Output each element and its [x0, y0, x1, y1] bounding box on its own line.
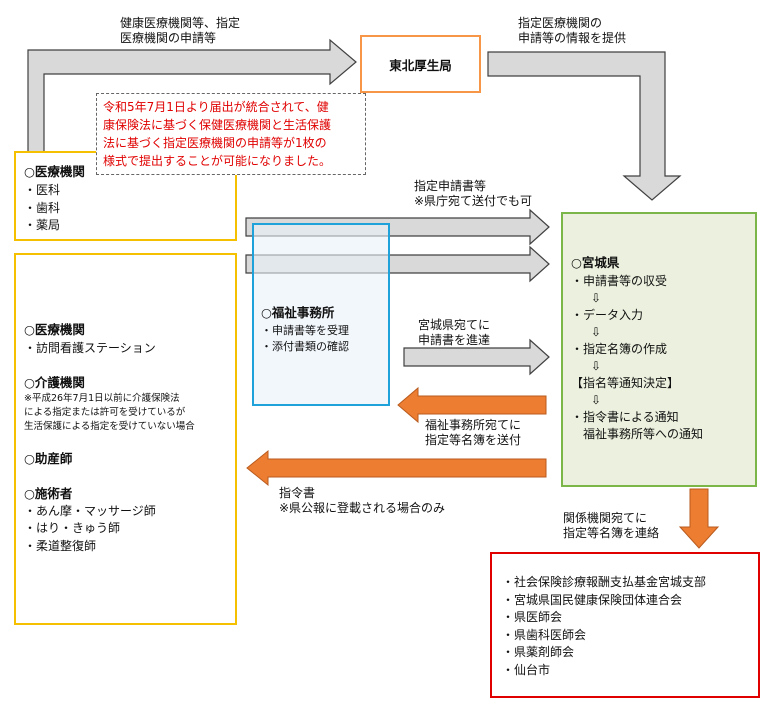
- down-arrow-icon: ⇩: [591, 325, 602, 339]
- sejutsu-item: はり・きゅう師: [24, 520, 235, 538]
- down-arrow-icon: ⇩: [591, 291, 602, 305]
- label-shitei: 指定申請書等 ※県庁宛て送付でも可: [414, 179, 533, 208]
- down-arrow-icon: ⇩: [591, 393, 602, 407]
- fukushi-box: ○福祉事務所 申請書等を受理 添付書類の確認: [252, 223, 390, 406]
- kankei-item: 県薬剤師会: [502, 644, 758, 662]
- kankei-item: 社会保険診療報酬支払基金宮城支部: [502, 574, 758, 592]
- sejutsu-item: 柔道整復師: [24, 538, 235, 556]
- sejutsu-title: ○施術者: [24, 485, 73, 501]
- kankei-item: 県歯科医師会: [502, 627, 758, 645]
- kankei-item: 宮城県国民健康保険団体連合会: [502, 592, 758, 610]
- miyagi-title: ○宮城県: [571, 255, 620, 270]
- iryo-1-item: 歯科: [24, 200, 235, 218]
- label-fukushi-return: 福祉事務所宛てに 指定等名簿を送付: [425, 418, 522, 447]
- josan-title: ○助産師: [24, 450, 73, 466]
- iryo-2-item: 訪問看護ステーション: [24, 340, 235, 358]
- arrow-shireisho: [246, 449, 547, 487]
- kankei-box: 社会保険診療報酬支払基金宮城支部 宮城県国民健康保険団体連合会 県医師会 県歯科…: [490, 552, 760, 698]
- kaigo-title: ○介護機関: [24, 374, 85, 390]
- arrow-to-miyagi: [487, 51, 682, 201]
- miyagi-step-2: ・データ入力: [571, 308, 644, 322]
- label-top-right: 指定医療機関の 申請等の情報を提供: [518, 16, 627, 45]
- label-shinsei: 宮城県宛てに 申請書を進達: [418, 318, 491, 347]
- label-kankei: 関係機関宛てに 指定等名簿を連絡: [563, 511, 660, 540]
- tohoku-box: 東北厚生局: [360, 35, 481, 93]
- arrow-shinsei: [403, 338, 550, 376]
- iryo-1-item: 医科: [24, 182, 235, 200]
- down-arrow-icon: ⇩: [591, 359, 602, 373]
- kaigo-note: ※平成26年7月1日以前に介護保険法 による指定または許可を受けているが 生活保…: [24, 392, 195, 432]
- label-top-left: 健康医療機関等、指定 医療機関の申請等: [120, 16, 241, 45]
- iryo-1-item: 薬局: [24, 217, 235, 235]
- arrow-to-tohoku: [27, 38, 357, 153]
- note-text: 令和5年7月1日より届出が統合されて、健 康保険法に基づく保健医療機関と生活保護…: [103, 100, 332, 168]
- miyagi-decision: 【指名等通知決定】: [571, 376, 680, 390]
- kankei-item: 仙台市: [502, 662, 758, 680]
- miyagi-step-1: ・申請書等の収受: [571, 274, 668, 288]
- iryo-2-title: ○医療機関: [24, 322, 85, 337]
- tohoku-title: 東北厚生局: [389, 57, 452, 73]
- arrow-kankei: [678, 488, 720, 549]
- fukushi-item: 添付書類の確認: [261, 339, 388, 355]
- sejutsu-item: あん摩・マッサージ師: [24, 503, 235, 521]
- iryo-1-title: ○医療機関: [24, 164, 85, 179]
- label-shireisho: 指令書 ※県公報に登載される場合のみ: [279, 486, 446, 515]
- kankei-item: 県医師会: [502, 609, 758, 627]
- miyagi-step-3: ・指定名簿の作成: [571, 342, 668, 356]
- fukushi-item: 申請書等を受理: [261, 323, 388, 339]
- group-box-2: ○医療機関 訪問看護ステーション ○介護機関 ※平成26年7月1日以前に介護保険…: [14, 253, 237, 625]
- arrow-fukushi-return: [397, 386, 547, 424]
- miyagi-step-4: ・指令書による通知 福祉事務所等への通知: [571, 410, 704, 441]
- note-box: 令和5年7月1日より届出が統合されて、健 康保険法に基づく保健医療機関と生活保護…: [96, 93, 366, 175]
- fukushi-title: ○福祉事務所: [261, 305, 335, 320]
- miyagi-box: ○宮城県 ・申請書等の収受 ⇩ ・データ入力 ⇩ ・指定名簿の作成 ⇩ 【指名等…: [561, 212, 757, 487]
